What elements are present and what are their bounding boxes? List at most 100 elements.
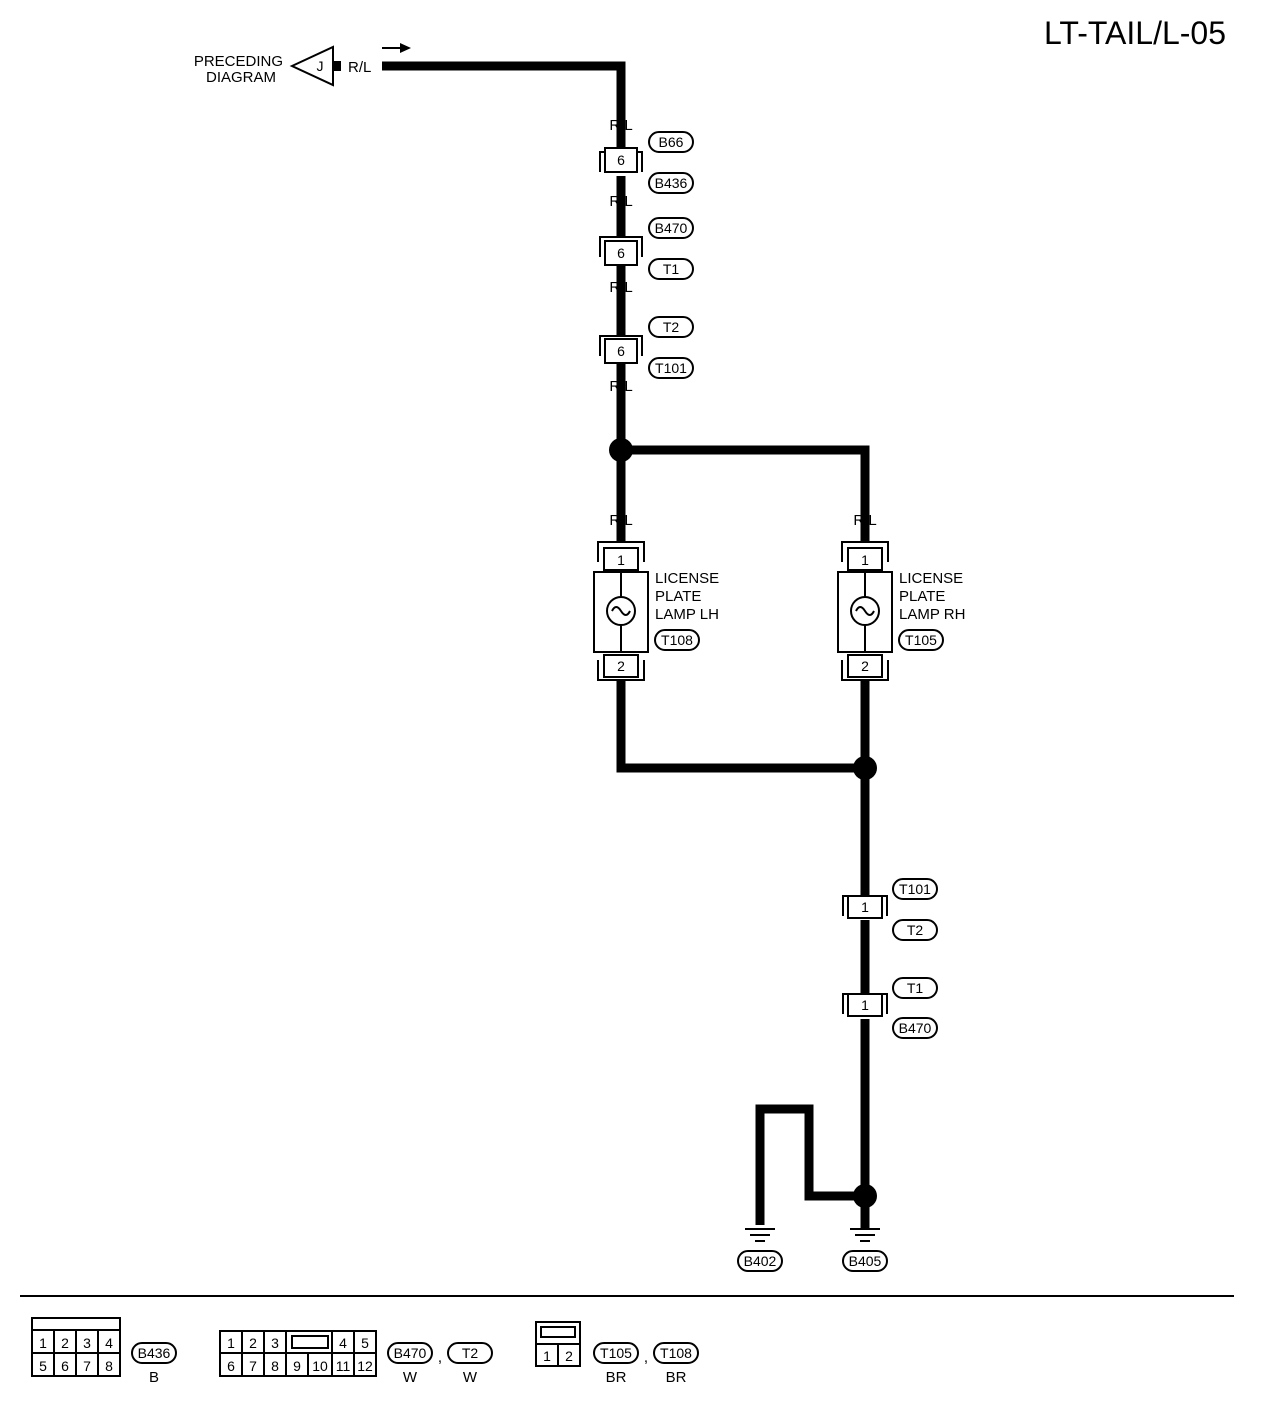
preceding-connector-id: J [317,58,324,74]
connector-tag: T2 [907,922,924,938]
inline-connector-t2-t101[interactable]: R/L 6 T2 T101 R/L [599,279,694,395]
ground-icon [850,1228,880,1242]
wire-b-lh-return [616,680,865,773]
connector-tag: T101 [655,360,687,376]
legend-connector-b470-t2[interactable]: 1 2 3 4 5 6 7 8 9 10 11 12 B470 , T2 W W [219,1330,493,1386]
connector-tag-pill [648,316,694,338]
connector-tag: B470 [899,1020,932,1036]
license-plate-lamp-rh[interactable]: R/L 1 2 LICENSE PLATE LAMP RH T105 B [837,512,965,715]
splice-dot [609,438,633,462]
legend-pin: 2 [249,1335,257,1351]
connector-pin: 1 [861,997,869,1013]
ground-b405[interactable]: B405 [842,1228,888,1272]
legend-pin: 1 [543,1348,551,1364]
terminal-icon [333,61,341,71]
connector-pin: 6 [617,152,625,168]
connector-tag-pill [892,919,938,941]
legend-connector-b436[interactable]: 1 2 3 4 5 6 7 8 B436 B [31,1317,177,1386]
wire-color-label: R/L [609,117,632,134]
license-plate-lamp-lh[interactable]: R/L 1 2 LICENSE PLATE LAMP LH T108 B [593,512,719,715]
legend-pin: 6 [227,1358,235,1374]
legend-pin: 1 [227,1335,235,1351]
connector-pin: 1 [617,552,625,568]
connector-lock-tab [291,1335,329,1349]
splice-dot [853,756,877,780]
connector-tag-pill [648,258,694,280]
connector-housing-icon [599,236,643,257]
legend-tag: B470 [394,1345,427,1361]
connector-pin: 6 [617,245,625,261]
connector-face-tab [31,1317,121,1331]
connector-tag-pill [654,629,700,651]
wire-color-label: B [860,1039,870,1056]
lamp-name-line: PLATE [899,588,945,605]
flow-arrow-icon [382,43,411,53]
connector-pin: 2 [617,658,625,674]
connector-tag: B470 [655,220,688,236]
connector-tag-pill [648,172,694,194]
legend-pin: 1 [39,1335,47,1351]
lamp-name-line: LAMP LH [655,606,719,623]
legend-pin: 8 [105,1358,113,1374]
ground-b402[interactable]: B402 [737,1228,783,1272]
legend-pin: 5 [361,1335,369,1351]
connector-tag-pill [737,1250,783,1272]
wire-color-label: B [860,940,870,957]
bulb-icon [850,596,880,626]
legend-pin: 12 [357,1358,373,1374]
connector-tag-pill [648,217,694,239]
legend-connector-t105-t108[interactable]: 1 2 T105 , T108 BR BR [535,1321,699,1386]
legend-pin: 5 [39,1358,47,1374]
connector-housing-icon [841,660,889,681]
connector-housing-icon [597,660,645,681]
connector-tag: T1 [663,261,680,277]
legend-tag: T105 [600,1345,632,1361]
legend-separator: , [438,1349,442,1366]
connector-pin-box [604,240,638,266]
connector-pin-box [604,338,638,364]
connector-pin: 1 [861,552,869,568]
connector-tag: B66 [659,134,684,150]
legend-separator: , [644,1349,648,1366]
connector-tag-pill [593,1342,639,1364]
legend-pin: 6 [61,1358,69,1374]
inline-connector-t1-b470[interactable]: B 1 T1 B470 B [842,940,938,1056]
lamp-name-line: LICENSE [655,570,719,587]
connector-pin: 6 [617,343,625,359]
connector-tag-pill [892,977,938,999]
wire-color-label: R/L [609,193,632,210]
wire-color-label: R/L [609,512,632,529]
connector-pin: 1 [861,899,869,915]
connector-tag-pill [892,1017,938,1039]
legend-tag: B436 [138,1345,171,1361]
inline-connector-b66-b436[interactable]: R/L 6 B66 B436 [599,117,694,194]
connector-tag: B436 [655,175,688,191]
legend-pin: 4 [105,1335,113,1351]
legend-pin: 9 [293,1358,301,1374]
legend-color: W [463,1369,478,1386]
connector-arrow-icon [289,45,334,87]
legend-pin: 3 [271,1335,279,1351]
preceding-diagram-ref[interactable]: PRECEDING DIAGRAM J R/L [194,43,411,87]
wire-color-label: B [616,698,626,715]
connector-housing-icon [841,541,889,562]
wire-color-label: R/L [609,378,632,395]
legend-pin: 7 [249,1358,257,1374]
preceding-label-line1: PRECEDING [194,53,283,70]
connector-pin-box [847,993,883,1017]
legend-pin: 7 [83,1358,91,1374]
inline-connector-b470-t1[interactable]: R/L 6 B470 T1 [599,193,694,280]
inline-connector-t101-t2[interactable]: B 1 T101 T2 [842,866,938,941]
connector-tag-pill [892,878,938,900]
legend-pin: 11 [336,1358,351,1374]
connector-tag: T2 [663,319,680,335]
page-title: LT-TAIL/L-05 [1044,15,1226,51]
wire-color-label: B [860,1144,870,1161]
legend-pin: 2 [565,1348,573,1364]
ground-icon [745,1228,775,1242]
connector-tag-pill [653,1342,699,1364]
connector-tag-pill [447,1342,493,1364]
connector-pin-box [604,147,638,173]
ground-tag: B405 [849,1253,882,1269]
